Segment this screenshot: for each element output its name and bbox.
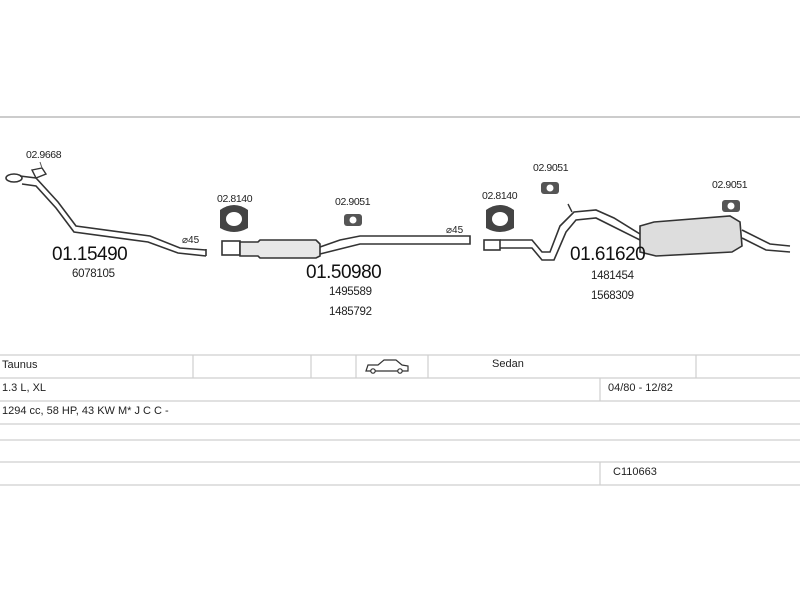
- exhaust-system-diagram: 02.9668 ⌀45 01.15490 6078105 02.8140 48 …: [0, 116, 800, 318]
- ref-front-1: 6078105: [72, 268, 115, 280]
- rear-silencer-icon: [483, 209, 791, 261]
- ref-middle-1: 1495589: [329, 286, 372, 298]
- hanger-icon: [541, 182, 740, 212]
- ref-rear-1: 1481454: [591, 270, 634, 282]
- accessory-label-hanger-2: 02.9051: [533, 162, 569, 174]
- catalog-code-cell: C110663: [613, 466, 657, 478]
- accessory-label-clamp-1: 02.8140: [217, 193, 253, 205]
- accessory-label-front: 02.9668: [26, 149, 62, 161]
- middle-silencer-icon: [221, 235, 471, 259]
- clamp-size-label-2: 48: [495, 214, 504, 223]
- hanger-icon: [30, 167, 48, 179]
- model-cell: Taunus: [2, 359, 38, 371]
- part-number-rear: 01.61620: [570, 244, 646, 265]
- car-sedan-icon: [365, 359, 409, 374]
- clamp-icon: [220, 205, 248, 232]
- ref-rear-2: 1568309: [591, 290, 634, 302]
- part-number-front: 01.15490: [52, 244, 128, 265]
- clamp-size-label-1: 48: [229, 214, 238, 223]
- clamp-icon: [486, 205, 514, 232]
- hanger-icon: [344, 214, 362, 226]
- body-type-cell: Sedan: [492, 358, 524, 370]
- accessory-label-clamp-2: 02.8140: [482, 190, 518, 202]
- trim-cell: 1.3 L, XL: [2, 382, 47, 394]
- ref-middle-2: 1485792: [329, 306, 372, 318]
- diameter-label-middle: ⌀45: [446, 225, 464, 236]
- engine-cell: 1294 cc, 58 HP, 43 KW M* J C C -: [2, 405, 169, 417]
- diameter-label-front: ⌀45: [182, 235, 200, 246]
- years-cell: 04/80 - 12/82: [608, 382, 673, 394]
- part-number-middle: 01.50980: [306, 262, 382, 283]
- accessory-label-hanger-1: 02.9051: [335, 196, 371, 208]
- accessory-label-hanger-3: 02.9051: [712, 179, 748, 191]
